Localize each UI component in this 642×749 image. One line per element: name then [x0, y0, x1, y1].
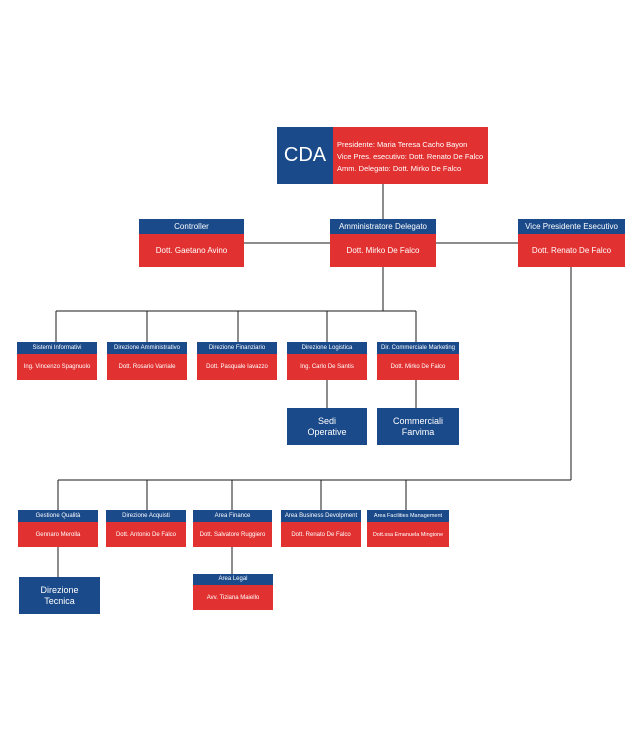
box-person: Avv. Tiziana Maiello: [193, 585, 273, 610]
unit-line-2: Operative: [307, 426, 347, 437]
amministratore-delegato-box[interactable]: Amministratore Delegato Dott. Mirko De F…: [330, 219, 436, 267]
unit-line-2: Tecnica: [44, 595, 75, 606]
box-person: Dott. Salvatore Ruggiero: [193, 522, 272, 547]
box-title: Controller: [139, 219, 244, 234]
cda-president: Presidente: Maria Teresa Cacho Bayon: [337, 140, 468, 149]
commerciali-farvima-box[interactable]: Commerciali Farvima: [377, 408, 459, 445]
box-title: Direzione Logistica: [287, 342, 367, 354]
unit-line-1: Sedi: [317, 415, 336, 426]
box-person: Dott. Pasquale Iavazzo: [197, 354, 277, 380]
area-legal-box[interactable]: Area Legal Avv. Tiziana Maiello: [193, 574, 273, 610]
dir-commerciale-marketing-box[interactable]: Dir. Commerciale Marketing Dott. Mirko D…: [377, 342, 459, 380]
box-person: Dott. Rosario Varriale: [107, 354, 187, 380]
cda-managing-director: Amm. Delegato: Dott. Mirko De Falco: [337, 164, 462, 173]
sistemi-informativi-box[interactable]: Sistemi Informativi Ing. Vincenzo Spagnu…: [17, 342, 97, 380]
gestione-qualita-box[interactable]: Gestione Qualità Gennaro Merolla: [18, 510, 98, 547]
box-person: Dott. Renato De Falco: [281, 522, 361, 547]
box-person: Dott. Gaetano Avino: [139, 234, 244, 267]
box-person: Dott. Renato De Falco: [518, 234, 625, 267]
cda-vice-president: Vice Pres. esecutivo: Dott. Renato De Fa…: [337, 152, 484, 161]
box-person: Gennaro Merolla: [18, 522, 98, 547]
cda-members: Presidente: Maria Teresa Cacho Bayon Vic…: [333, 127, 488, 184]
box-person: Dott. Mirko De Falco: [377, 354, 459, 380]
box-title: Direzione Finanziario: [197, 342, 277, 354]
box-person: Ing. Carlo De Santis: [287, 354, 367, 380]
area-finance-box[interactable]: Area Finance Dott. Salvatore Ruggiero: [193, 510, 272, 547]
direzione-logistica-box[interactable]: Direzione Logistica Ing. Carlo De Santis: [287, 342, 367, 380]
box-person: Dott.ssa Emanuela Mingione: [367, 522, 449, 547]
direzione-finanziario-box[interactable]: Direzione Finanziario Dott. Pasquale Iav…: [197, 342, 277, 380]
box-title: Direzione Amministrativo: [107, 342, 187, 354]
cda-box[interactable]: CDA Presidente: Maria Teresa Cacho Bayon…: [277, 127, 488, 184]
sedi-operative-box[interactable]: Sedi Operative: [287, 408, 367, 445]
box-title: Area Finance: [193, 510, 272, 522]
box-person: Dott. Mirko De Falco: [330, 234, 436, 267]
unit-line-1: Commerciali: [392, 415, 443, 426]
box-title: Area Facilities Management: [367, 510, 449, 522]
unit-line-2: Farvima: [401, 426, 435, 437]
box-person: Dott. Antonio De Falco: [106, 522, 186, 547]
controller-box[interactable]: Controller Dott. Gaetano Avino: [139, 219, 244, 267]
direzione-acquisti-box[interactable]: Direzione Acquisti Dott. Antonio De Falc…: [106, 510, 186, 547]
box-title: Direzione Acquisti: [106, 510, 186, 522]
cda-title: CDA: [277, 127, 333, 184]
vice-presidente-esecutivo-box[interactable]: Vice Presidente Esecutivo Dott. Renato D…: [518, 219, 625, 267]
box-title: Dir. Commerciale Marketing: [377, 342, 459, 354]
box-title: Sistemi Informativi: [17, 342, 97, 354]
direzione-amministrativo-box[interactable]: Direzione Amministrativo Dott. Rosario V…: [107, 342, 187, 380]
box-title: Vice Presidente Esecutivo: [518, 219, 625, 234]
box-title: Amministratore Delegato: [330, 219, 436, 234]
box-person: Ing. Vincenzo Spagnuolo: [17, 354, 97, 380]
box-title: Gestione Qualità: [18, 510, 98, 522]
box-title: Area Business Devolpment: [281, 510, 361, 522]
area-facilities-management-box[interactable]: Area Facilities Management Dott.ssa Eman…: [367, 510, 449, 547]
box-title: Area Legal: [193, 574, 273, 585]
direzione-tecnica-box[interactable]: Direzione Tecnica: [19, 577, 100, 614]
area-business-development-box[interactable]: Area Business Devolpment Dott. Renato De…: [281, 510, 361, 547]
unit-line-1: Direzione: [40, 584, 79, 595]
